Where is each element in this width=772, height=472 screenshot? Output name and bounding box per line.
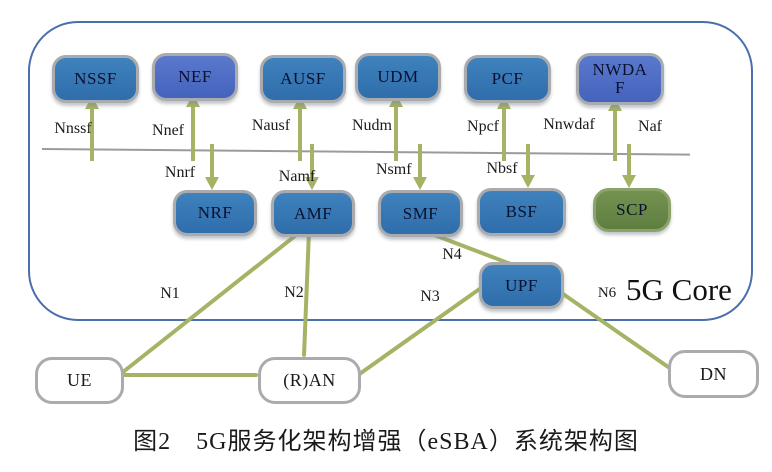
bus-arrow-line-ausf bbox=[298, 108, 302, 161]
bus-arrow-line-nwdaf bbox=[613, 110, 617, 161]
ref-label-n3: N3 bbox=[420, 288, 440, 305]
node-ausf: AUSF bbox=[260, 55, 346, 103]
core-boundary-box bbox=[28, 21, 753, 321]
node-bsf-label: BSF bbox=[505, 202, 538, 222]
node-udm-label: UDM bbox=[377, 67, 419, 87]
node-dn: DN bbox=[668, 350, 759, 398]
link-ue-ran bbox=[118, 373, 258, 377]
bus-arrowhead-nrf bbox=[205, 177, 219, 190]
node-amf-label: AMF bbox=[293, 203, 333, 223]
iface-label-naf: Naf bbox=[638, 118, 662, 135]
iface-label-namf: Namf bbox=[278, 168, 316, 185]
node-smf-label: SMF bbox=[402, 203, 439, 223]
iface-label-nnssf: Nnssf bbox=[54, 120, 92, 137]
bus-arrow-line-nssf bbox=[90, 108, 94, 161]
bus-arrowhead-bsf bbox=[521, 175, 535, 188]
iface-label-nsmf: Nsmf bbox=[376, 161, 412, 178]
iface-label-nbsf: Nbsf bbox=[486, 160, 518, 177]
bus-arrow-line-udm bbox=[394, 106, 398, 161]
node-nef: NEF bbox=[152, 53, 238, 101]
bus-arrow-line-pcf bbox=[502, 108, 506, 161]
node-udm: UDM bbox=[355, 53, 441, 101]
iface-label-nausf: Nausf bbox=[251, 117, 291, 134]
node-scp-label: SCP bbox=[616, 200, 648, 220]
bus-arrowhead-scp bbox=[622, 175, 636, 188]
node-ue-label: UE bbox=[67, 370, 92, 391]
bus-arrowhead-smf bbox=[413, 177, 427, 190]
node-ran: (R)AN bbox=[258, 357, 361, 404]
node-nef-label: NEF bbox=[178, 67, 212, 87]
node-scp: SCP bbox=[593, 188, 671, 232]
node-nwdaf-label: NWDAF bbox=[592, 60, 648, 97]
iface-label-nnef: Nnef bbox=[152, 122, 184, 139]
node-ue: UE bbox=[35, 357, 124, 404]
ref-label-n6: N6 bbox=[597, 285, 617, 301]
node-upf: UPF bbox=[479, 262, 564, 309]
bus-arrow-line-smf bbox=[418, 144, 422, 177]
iface-label-nnrf: Nnrf bbox=[164, 164, 196, 181]
node-nrf-label: NRF bbox=[197, 203, 233, 223]
bus-arrow-line-nrf bbox=[210, 144, 214, 177]
node-ausf-label: AUSF bbox=[280, 69, 326, 89]
node-nssf-label: NSSF bbox=[74, 69, 117, 89]
node-dn-label: DN bbox=[700, 363, 727, 384]
node-ran-label: (R)AN bbox=[283, 370, 336, 391]
bus-arrowhead-amf bbox=[305, 177, 319, 190]
ref-label-n4: N4 bbox=[442, 246, 462, 263]
node-smf: SMF bbox=[378, 190, 463, 237]
iface-label-nudm: Nudm bbox=[352, 117, 392, 134]
node-bsf: BSF bbox=[477, 188, 566, 236]
node-amf: AMF bbox=[271, 190, 355, 237]
figure-caption: 图2 5G服务化架构增强（eSBA）系统架构图 bbox=[133, 429, 639, 455]
node-nwdaf: NWDAF bbox=[576, 53, 664, 105]
ref-label-n2: N2 bbox=[284, 284, 304, 301]
iface-label-npcf: Npcf bbox=[467, 118, 499, 135]
node-pcf-label: PCF bbox=[491, 69, 524, 89]
ref-label-n1: N1 bbox=[160, 285, 180, 302]
bus-arrow-line-scp bbox=[627, 144, 631, 175]
bus-arrow-line-nef bbox=[191, 106, 195, 161]
node-upf-label: UPF bbox=[505, 275, 538, 295]
node-nrf: NRF bbox=[173, 190, 257, 236]
bus-arrow-line-bsf bbox=[526, 144, 530, 175]
node-nssf: NSSF bbox=[52, 55, 139, 103]
node-pcf: PCF bbox=[464, 55, 551, 103]
bus-arrow-line-amf bbox=[310, 144, 314, 177]
core-label: 5G Core bbox=[626, 272, 732, 307]
iface-label-nnwdaf: Nnwdaf bbox=[543, 116, 595, 133]
